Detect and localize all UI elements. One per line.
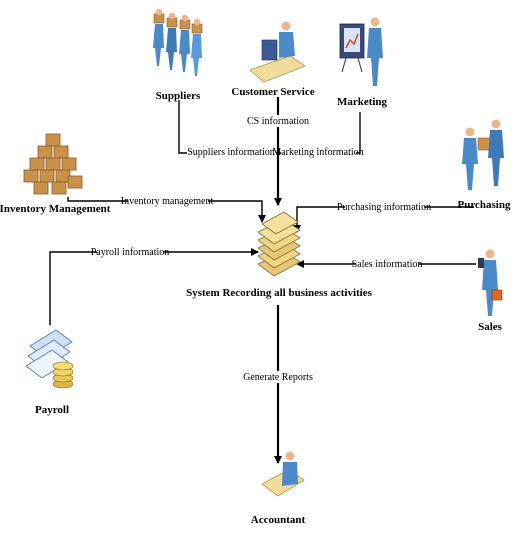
marketing-icon [339, 17, 383, 86]
marketing-label: Marketing [337, 96, 388, 108]
edge-label-marketing-information: Marketing information [272, 147, 363, 158]
edge-label-generate-reports: Generate Reports [243, 372, 313, 383]
system-documents-icon [257, 211, 301, 277]
edge-label-suppliers-information: Suppliers information [187, 147, 275, 158]
inventory-management-icon [23, 133, 83, 195]
edge-label-inventory-management: Inventory management [121, 196, 214, 207]
edge-payroll [49, 248, 259, 325]
edge-label-payroll-information: Payroll information [91, 247, 170, 258]
edge-label-sales-information: Sales information [352, 259, 423, 270]
payroll-label: Payroll [35, 404, 69, 416]
accountant-icon [261, 451, 305, 497]
purchasing-icon [462, 119, 504, 190]
customer-service-icon [249, 21, 306, 83]
suppliers-icon [153, 8, 203, 76]
purchasing-label: Purchasing [458, 199, 511, 211]
system-label: System Recording all business activities [186, 287, 372, 299]
edge-label-cs-information: CS information [247, 116, 309, 127]
payroll-icon [25, 329, 74, 389]
edge-label-purchasing-information: Purchasing information [337, 202, 431, 213]
sales-label: Sales [478, 321, 503, 333]
sales-icon [478, 249, 503, 316]
suppliers-label: Suppliers [156, 90, 201, 102]
customer-service-label: Customer Service [231, 86, 314, 98]
inventory-management-label: Inventory Management [0, 203, 111, 215]
accountant-label: Accountant [251, 514, 306, 526]
